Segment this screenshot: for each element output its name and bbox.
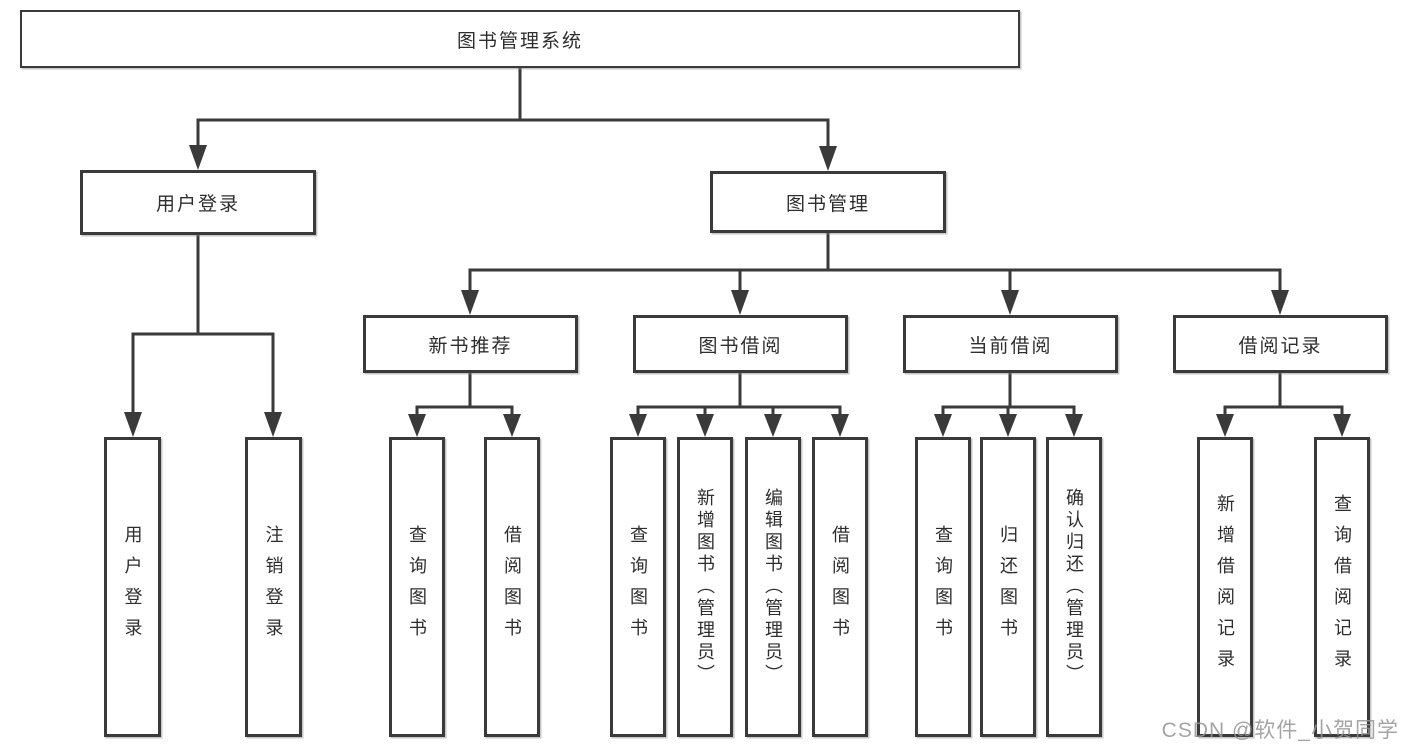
leaf-user-login: 用户登录 — [104, 437, 161, 737]
arrowhead-leaf-user-login — [124, 412, 142, 437]
leaf-borrow-books-recommend: 借阅图书 — [484, 437, 540, 737]
leaf-edit-books-admin: 编辑图书（管理员） — [745, 437, 801, 737]
node-root: 图书管理系统 — [20, 10, 1020, 68]
leaf-query-books-current: 查询图书 — [915, 437, 971, 737]
arrowhead-current-borrow — [1001, 290, 1019, 315]
arrowhead-leaf-logout — [264, 412, 282, 437]
arrowhead-user-login — [189, 145, 207, 170]
leaf-add-books-admin: 新增图书（管理员） — [677, 437, 733, 737]
node-new-book-recommend: 新书推荐 — [363, 315, 578, 373]
node-borrow-records: 借阅记录 — [1173, 315, 1388, 373]
leaf-return-books: 归还图书 — [980, 437, 1036, 737]
arrowhead-new-book-recommend — [461, 290, 479, 315]
leaf-confirm-return-admin: 确认归还（管理员） — [1046, 437, 1102, 737]
node-book-management: 图书管理 — [710, 171, 946, 233]
leaf-query-books-borrow: 查询图书 — [610, 437, 666, 737]
arrowhead-book-management — [819, 146, 837, 171]
leaf-logout: 注销登录 — [245, 437, 302, 737]
arrowhead-borrow-records — [1271, 290, 1289, 315]
node-user-login: 用户登录 — [80, 170, 316, 235]
leaf-query-books-recommend: 查询图书 — [389, 437, 445, 737]
arrowhead-book-borrow — [731, 290, 749, 315]
watermark: CSDN @软件_小贺同学 — [1161, 719, 1399, 742]
leaf-query-borrow-record: 查询借阅记录 — [1314, 437, 1370, 737]
leaf-borrow-books: 借阅图书 — [812, 437, 868, 737]
node-book-borrow: 图书借阅 — [633, 315, 848, 373]
leaf-add-borrow-record: 新增借阅记录 — [1197, 437, 1253, 737]
node-current-borrow: 当前借阅 — [903, 315, 1118, 373]
